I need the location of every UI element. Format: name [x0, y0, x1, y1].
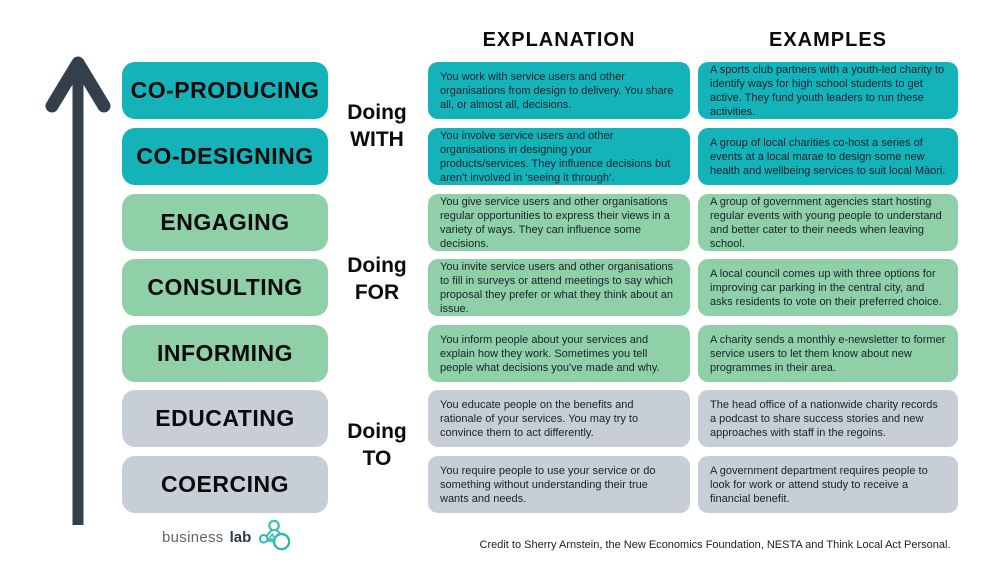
explanation-text: You educate people on the benefits and r…: [440, 398, 639, 440]
explanation-card: You require people to use your service o…: [428, 456, 690, 513]
example-card: The head office of a nationwide charity …: [698, 390, 958, 447]
explanation-text: You inform people about your services an…: [440, 333, 660, 375]
example-text: The head office of a nationwide charity …: [710, 398, 938, 440]
ladder-row: CONSULTING You invite service users and …: [0, 259, 1000, 316]
example-text: A group of government agencies start hos…: [710, 195, 942, 251]
example-text: A government department requires people …: [710, 464, 928, 506]
group-label-doing-with: Doing WITH: [330, 100, 424, 153]
example-card: A government department requires people …: [698, 456, 958, 513]
example-card: A sports club partners with a youth-led …: [698, 62, 958, 119]
explanation-text: You work with service users and other or…: [440, 70, 674, 112]
example-card: A local council comes up with three opti…: [698, 259, 958, 316]
example-text: A group of local charities co-host a ser…: [710, 136, 946, 178]
group-label-line1: Doing: [347, 420, 407, 443]
group-label-doing-for: Doing FOR: [330, 253, 424, 306]
explanation-card: You work with service users and other or…: [428, 62, 690, 119]
group-label-line1: Doing: [347, 101, 407, 124]
explanation-column-header: EXPLANATION: [482, 29, 636, 51]
explanation-card: You educate people on the benefits and r…: [428, 390, 690, 447]
logo-text-lab: lab: [229, 528, 252, 546]
level-label-co-designing: CO-DESIGNING: [122, 128, 328, 185]
example-text: A local council comes up with three opti…: [710, 267, 942, 309]
group-label-doing-to: Doing TO: [330, 419, 424, 472]
level-label-educating: EDUCATING: [122, 390, 328, 447]
group-label-line2: TO: [362, 446, 392, 470]
example-text: A sports club partners with a youth-led …: [710, 63, 945, 119]
explanation-card: You inform people about your services an…: [428, 325, 690, 382]
example-text: A charity sends a monthly e-newsletter t…: [710, 333, 946, 375]
level-label-co-producing: CO-PRODUCING: [122, 62, 328, 119]
level-label-coercing: COERCING: [122, 456, 328, 513]
explanation-text: You require people to use your service o…: [440, 464, 656, 506]
example-card: A group of government agencies start hos…: [698, 194, 958, 251]
group-label-line2: WITH: [350, 127, 404, 151]
group-label-line1: Doing: [347, 254, 407, 277]
level-label-informing: INFORMING: [122, 325, 328, 382]
group-label-line2: FOR: [354, 280, 400, 304]
molecule-icon: [258, 519, 292, 556]
example-card: A group of local charities co-host a ser…: [698, 128, 958, 185]
ladder-row: CO-PRODUCING You work with service users…: [0, 62, 1000, 119]
ladder-row: EDUCATING You educate people on the bene…: [0, 390, 1000, 447]
example-card: A charity sends a monthly e-newsletter t…: [698, 325, 958, 382]
explanation-card: You give service users and other organis…: [428, 194, 690, 251]
up-arrow-icon: [40, 50, 120, 530]
ladder-row: COERCING You require people to use your …: [0, 456, 1000, 513]
level-label-engaging: ENGAGING: [122, 194, 328, 251]
level-label-consulting: CONSULTING: [122, 259, 328, 316]
logo-text-business: business: [162, 528, 224, 546]
examples-column-header: EXAMPLES: [768, 29, 888, 51]
credit-text: Credit to Sherry Arnstein, the New Econo…: [479, 539, 951, 551]
explanation-card: You invite service users and other organ…: [428, 259, 690, 316]
business-lab-logo: business lab: [162, 519, 292, 556]
explanation-text: You involve service users and other orga…: [440, 129, 671, 185]
explanation-card: You involve service users and other orga…: [428, 128, 690, 185]
explanation-text: You invite service users and other organ…: [440, 260, 674, 316]
explanation-text: You give service users and other organis…: [440, 195, 670, 251]
ladder-row: INFORMING You inform people about your s…: [0, 325, 1000, 382]
ladder-row: ENGAGING You give service users and othe…: [0, 194, 1000, 251]
ladder-row: CO-DESIGNING You involve service users a…: [0, 128, 1000, 185]
